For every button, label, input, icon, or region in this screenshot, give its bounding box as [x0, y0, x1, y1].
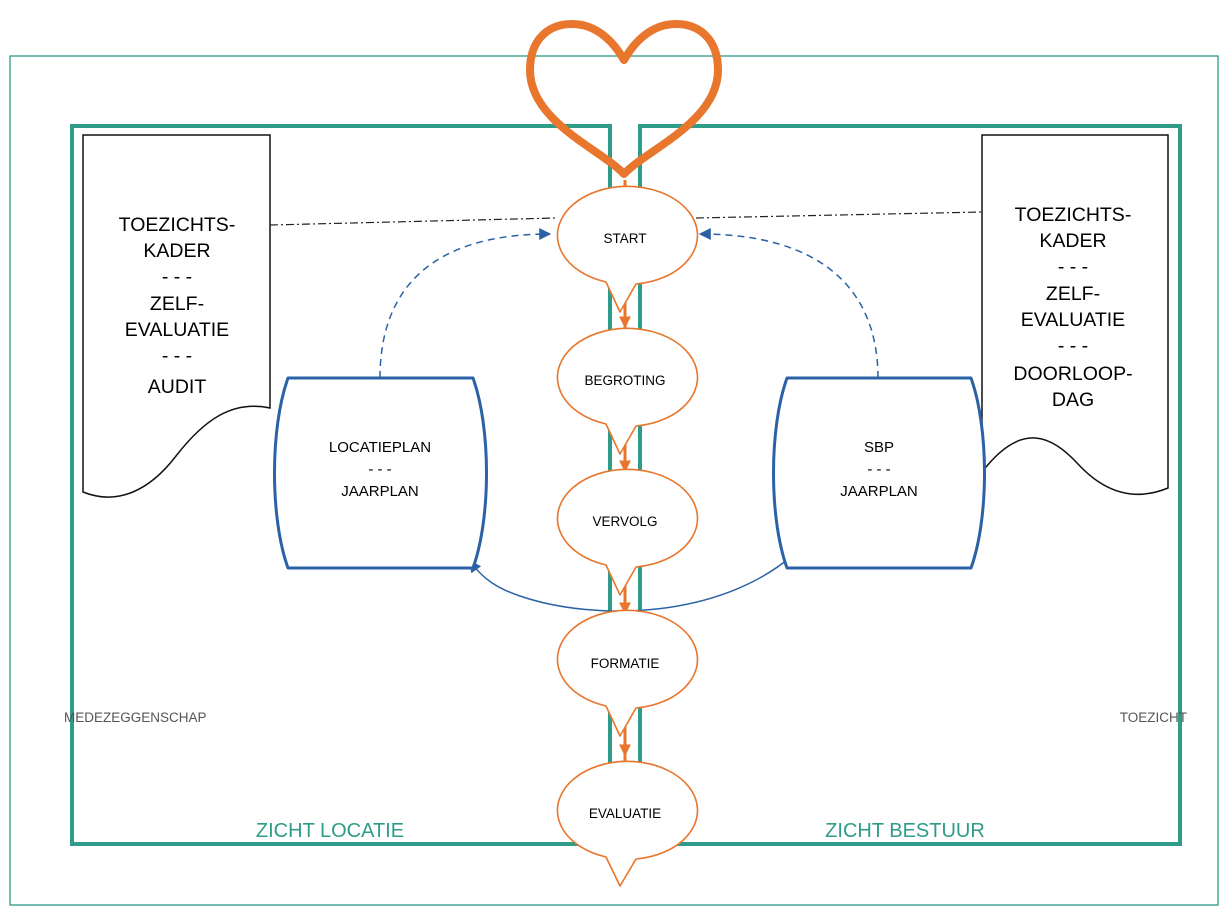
zone-right-label: ZICHT BESTUUR [825, 820, 985, 842]
bubble-evaluatie: EVALUATIE [556, 760, 699, 887]
bubble-formatie-shape [556, 609, 699, 737]
right-doc-line-1: TOEZICHTS- [1015, 204, 1132, 226]
left-doc-line-1: TOEZICHTS- [119, 214, 236, 236]
bubble-formatie: FORMATIE [556, 609, 699, 737]
left-plan-separator: - - - [368, 461, 391, 478]
bubble-evaluatie-label: EVALUATIE [589, 806, 661, 821]
right-doc-line-6: - - - [1058, 335, 1088, 357]
left-doc-line-2: KADER [143, 240, 210, 262]
right-doc-line-5: EVALUATIE [1021, 309, 1125, 331]
bubble-formatie-label: FORMATIE [591, 656, 660, 671]
left-document-shape [82, 134, 271, 498]
right-document-shape [981, 134, 1169, 495]
right-document: TOEZICHTS- KADER - - - ZELF- EVALUATIE -… [981, 134, 1169, 495]
right-plan-drum: SBP - - - JAARPLAN [772, 376, 986, 570]
left-doc-line-6: - - - [162, 345, 192, 367]
frame-left-label: MEDEZEGGENSCHAP [64, 710, 207, 725]
right-plan-line-1: SBP [864, 439, 894, 456]
zone-right-frame [638, 124, 1182, 846]
left-doc-line-5: EVALUATIE [125, 319, 229, 341]
left-plan-line-1: LOCATIEPLAN [329, 439, 431, 456]
bubble-vervolg: VERVOLG [556, 468, 699, 596]
zone-left-label: ZICHT LOCATIE [256, 820, 404, 842]
bubble-vervolg-label: VERVOLG [592, 514, 657, 529]
right-feedback-arrow [698, 228, 879, 379]
bubble-begroting-shape [556, 327, 699, 455]
left-plan-line-2: JAARPLAN [341, 483, 419, 500]
outer-frame [9, 55, 1219, 906]
left-link-line [269, 217, 557, 226]
right-doc-line-8: DAG [1052, 389, 1094, 411]
left-doc-line-3: - - - [162, 266, 192, 288]
frame-right-label: TOEZICHT [1120, 710, 1187, 725]
right-doc-line-2: KADER [1039, 230, 1106, 252]
left-plan-shape [273, 376, 488, 570]
zone-left-frame [70, 124, 612, 846]
bubble-vervolg-shape [556, 468, 699, 596]
bubble-evaluatie-shape [556, 760, 699, 887]
left-doc-line-4: ZELF- [150, 293, 204, 315]
left-document: TOEZICHTS- KADER - - - ZELF- EVALUATIE -… [82, 134, 271, 498]
right-doc-line-7: DOORLOOP- [1013, 363, 1132, 385]
bubble-start-shape [556, 185, 699, 313]
bubble-begroting: BEGROTING [556, 327, 699, 455]
bubble-start: START [556, 185, 699, 313]
bubble-start-label: START [603, 231, 646, 246]
right-plan-separator: - - - [867, 461, 890, 478]
right-plan-shape [772, 376, 986, 570]
right-to-left-arrow [469, 554, 794, 612]
left-plan-drum: LOCATIEPLAN - - - JAARPLAN [273, 376, 488, 570]
right-doc-line-3: - - - [1058, 256, 1088, 278]
right-link-line [695, 211, 983, 219]
bubble-begroting-label: BEGROTING [584, 373, 665, 388]
right-doc-line-4: ZELF- [1046, 283, 1100, 305]
left-feedback-arrow [379, 228, 552, 379]
heart-icon [526, 20, 722, 178]
right-plan-line-2: JAARPLAN [840, 483, 918, 500]
left-doc-line-7: AUDIT [148, 376, 207, 398]
